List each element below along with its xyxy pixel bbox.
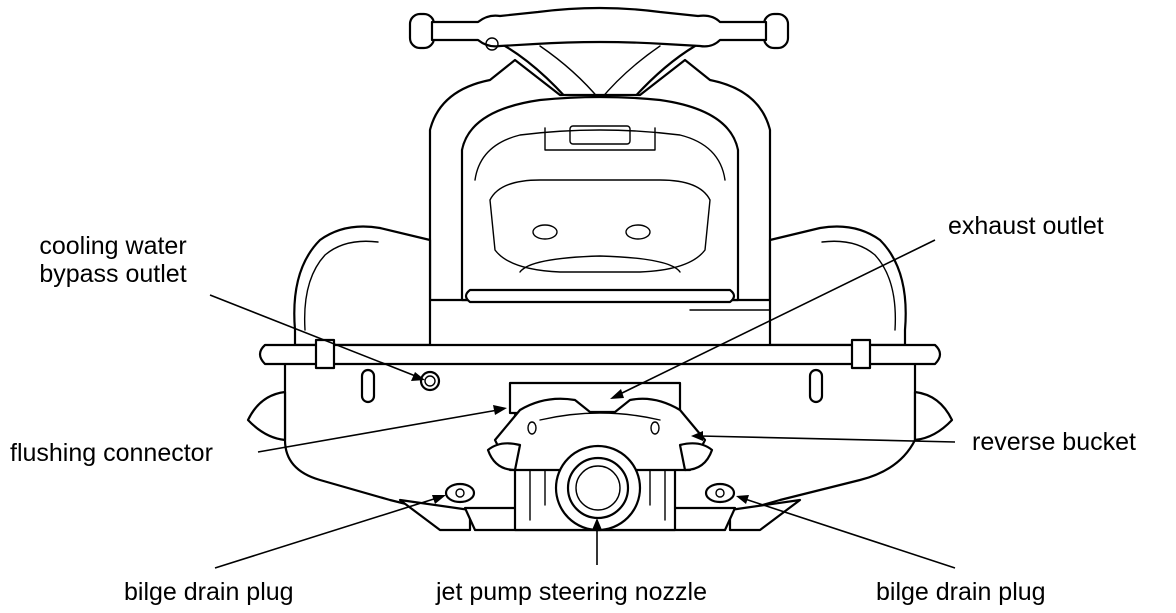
cooling-water-label-line1: cooling water	[39, 232, 187, 260]
leader-lines	[209, 239, 956, 569]
bilge-drain-plug-right-label: bilge drain plug	[876, 578, 1046, 606]
bilge-drain-plug-left-label: bilge drain plug	[124, 578, 294, 606]
jet-pump-steering-nozzle-label: jet pump steering nozzle	[436, 578, 707, 606]
cooling-water-bypass-outlet-label: cooling water bypass outlet	[13, 232, 213, 288]
side-sponsons	[293, 225, 907, 347]
handlebar	[408, 6, 790, 122]
cooling-water-label-line2: bypass outlet	[39, 260, 187, 288]
flushing-connector-label: flushing connector	[10, 439, 213, 467]
exhaust-outlet-label: exhaust outlet	[948, 212, 1104, 240]
reverse-bucket-label: reverse bucket	[972, 428, 1136, 456]
seat-and-upper-hull	[355, 58, 813, 311]
